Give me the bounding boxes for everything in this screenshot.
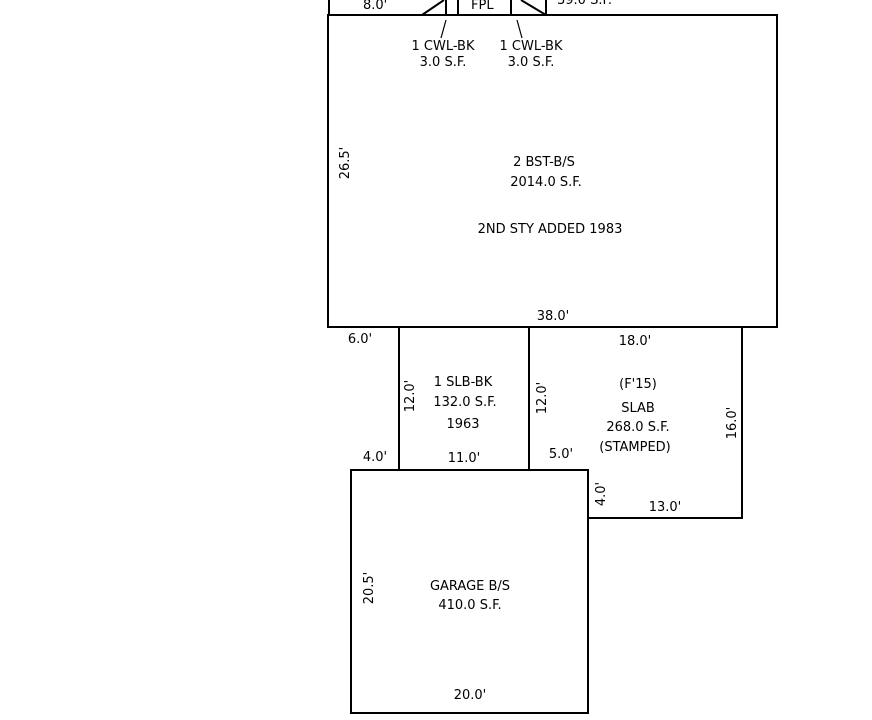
cwl-left-diagonal [421, 0, 445, 16]
main-house-area: 1 CWL-BK 3.0 S.F. 1 CWL-BK 3.0 S.F. 2 BS… [327, 14, 778, 328]
main-house-left-dimension: 26.5' [338, 147, 353, 180]
cwl-right-code: 1 CWL-BK [499, 39, 562, 54]
cwl-right-leader [516, 19, 523, 39]
slb-code: 1 SLB-BK [434, 375, 493, 390]
main-house-note: 2ND STY ADDED 1983 [478, 222, 623, 237]
slb-bottom-offset-dimension: 4.0' [363, 450, 387, 465]
cwl-left-code: 1 CWL-BK [411, 39, 474, 54]
slab-step-side-dimension: 4.0' [594, 482, 609, 506]
slab-step-top-dimension: 5.0' [549, 447, 573, 462]
top-left-dimension: 8.0' [363, 0, 387, 13]
cwl-right-diagonal [520, 0, 547, 16]
cwl-left-area: 3.0 S.F. [420, 55, 467, 70]
main-house-bottom-dimension: 38.0' [537, 309, 570, 324]
main-house-outline [327, 14, 778, 328]
slab-year-note: (F'15) [619, 377, 657, 392]
slb-bk-area: 1 SLB-BK 132.0 S.F. 1963 12.0' 11.0' 6.0… [348, 327, 530, 470]
slab-top-dimension: 18.0' [619, 334, 652, 349]
slab-note: (STAMPED) [599, 440, 671, 455]
top-partial-structures: 8.0' FPL 39.0 S.F. [328, 0, 612, 16]
fpl-label: FPL [471, 0, 494, 13]
garage-outline [350, 469, 589, 714]
slab-code: SLAB [621, 401, 655, 416]
garage-area: GARAGE B/S 410.0 S.F. 20.5' 20.0' [350, 469, 589, 714]
slb-left-dimension: 12.0' [403, 380, 418, 413]
main-house-area-value: 2014.0 S.F. [510, 175, 582, 190]
main-house-code: 2 BST-B/S [513, 155, 575, 170]
garage-bottom-dimension: 20.0' [454, 688, 487, 703]
slab-left-dimension: 12.0' [535, 382, 550, 415]
slb-top-offset-dimension: 6.0' [348, 332, 372, 347]
top-right-area: 39.0 S.F. [557, 0, 612, 8]
slb-area-value: 132.0 S.F. [433, 395, 496, 410]
slab-bottom-dimension: 13.0' [649, 500, 682, 515]
slab-outline [588, 327, 743, 519]
stamped-slab-area: 18.0' (F'15) SLAB 268.0 S.F. (STAMPED) 1… [535, 327, 743, 519]
garage-code: GARAGE B/S [430, 579, 510, 594]
garage-area-value: 410.0 S.F. [438, 598, 501, 613]
cwl-right-area: 3.0 S.F. [508, 55, 555, 70]
slab-right-dimension: 16.0' [725, 407, 740, 440]
cwl-left-leader [440, 19, 447, 39]
slab-area-value: 268.0 S.F. [606, 420, 669, 435]
slb-bottom-dimension: 11.0' [448, 451, 481, 466]
garage-left-dimension: 20.5' [362, 572, 377, 605]
slb-year: 1963 [446, 417, 479, 432]
